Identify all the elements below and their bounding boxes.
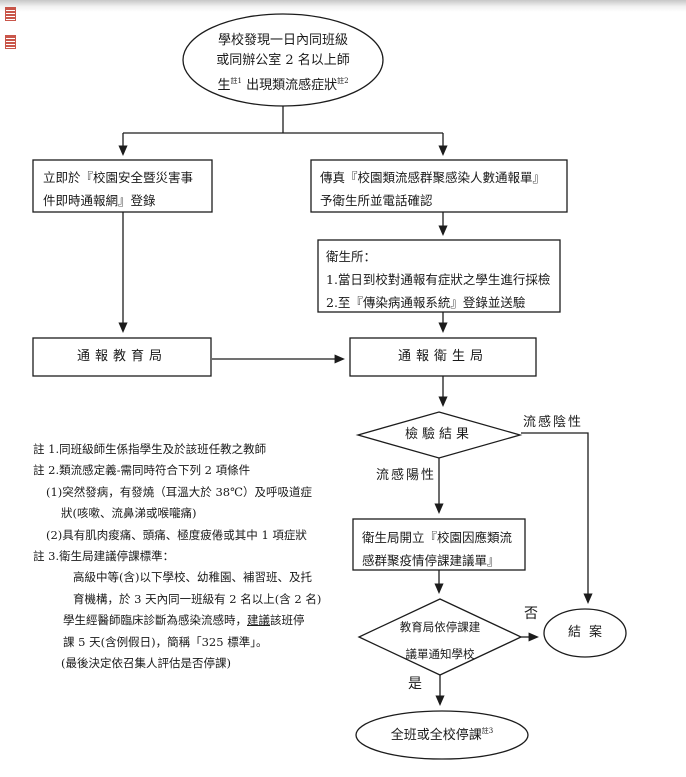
note-line-3: (1)突然發病，有發燒（耳溫大於 38℃）及呼吸道症 — [46, 484, 312, 499]
flu-positive-label: 流感陽性 — [376, 468, 437, 483]
fax-text: 傳真『校園類流感群聚感染人數通報單』 予衛生所並電話確認 — [320, 170, 546, 208]
note-line-1: 註 1.同班級師生係指學生及於該班任教之教師 — [33, 442, 267, 456]
note-line-4: 狀(咳嗽、流鼻涕或喉嚨痛) — [61, 506, 197, 521]
flu-negative-label: 流感陰性 — [523, 415, 584, 430]
no-label: 否 — [524, 606, 538, 622]
health-station-text: 衛生所： 1.當日到校對通報有症狀之學生進行採檢 2.至『傳染病通報系統』登錄並… — [326, 249, 551, 310]
notify-health-label: 通報衛生局 — [397, 349, 488, 364]
issue-notice-text: 衛生局開立『校園因應類流 感群聚疫情停課建議單』 — [362, 530, 513, 568]
suspend-label: 全班或全校停課註3 — [390, 727, 494, 743]
footnotes-block: 註 1.同班級師生係指學生及於該班任教之教師 註 2.類流感定義-需同時符合下列… — [33, 439, 321, 674]
start-line-3: 生註1 出現類流感症狀註2 — [217, 77, 349, 93]
note-line-6: 註 3.衛生局建議停課標準： — [33, 549, 175, 564]
edu-notify-school-text: 教育局依停課建 議單通知學校 — [399, 620, 481, 661]
notify-edu-label: 通報教育局 — [76, 349, 167, 364]
footnote-ref-2: 註2 — [337, 77, 349, 85]
start-line-2: 或同辦公室 2 名以上師 — [216, 53, 350, 68]
red-stamp-mark-2 — [5, 35, 16, 49]
closed-ellipse — [543, 608, 627, 658]
note-line-10: 課 5 天(含例假日)，簡稱「325 標準」。 — [63, 634, 268, 649]
footnote-ref-3: 註3 — [481, 727, 494, 735]
note-line-8: 育機構，於 3 天內同一班級有 2 名以上(含 2 名) — [73, 591, 322, 606]
health-station-box — [317, 239, 561, 313]
test-result-label: 檢驗結果 — [404, 427, 473, 442]
note-line-5: (2)具有肌肉痠痛、頭痛、極度疲倦或其中 1 項症狀 — [46, 527, 307, 542]
note-line-7: 高級中等(含)以下學校、幼稚園、補習班、及托 — [73, 570, 312, 585]
fax-box — [310, 159, 568, 213]
note-line-9: 學生經醫師臨床診斷為感染流感時，建議該班停 — [63, 613, 305, 628]
notify-edu-box — [32, 337, 212, 377]
note-line-2: 註 2.類流感定義-需同時符合下列 2 項條件 — [33, 463, 251, 478]
footnote-ref-1: 註1 — [230, 77, 242, 85]
start-line-1: 學校發現一日內同班級 — [217, 33, 348, 48]
suspend-ellipse — [355, 710, 529, 760]
start-ellipse-text: 學校發現一日內同班級 或同辦公室 2 名以上師 生註1 出現類流感症狀註2 — [183, 31, 383, 96]
connector-negative-to-closed — [521, 432, 593, 604]
red-stamp-mark-1 — [5, 7, 16, 21]
note-line-11: (最後決定依召集人評估是否停課) — [61, 656, 231, 671]
underlined-term: 建議 — [247, 613, 270, 628]
yes-label: 是 — [408, 676, 422, 692]
closed-label: 結案 — [567, 625, 610, 640]
report-web-text: 立即於『校園安全暨災害事 件即時通報網』登錄 — [43, 170, 194, 208]
